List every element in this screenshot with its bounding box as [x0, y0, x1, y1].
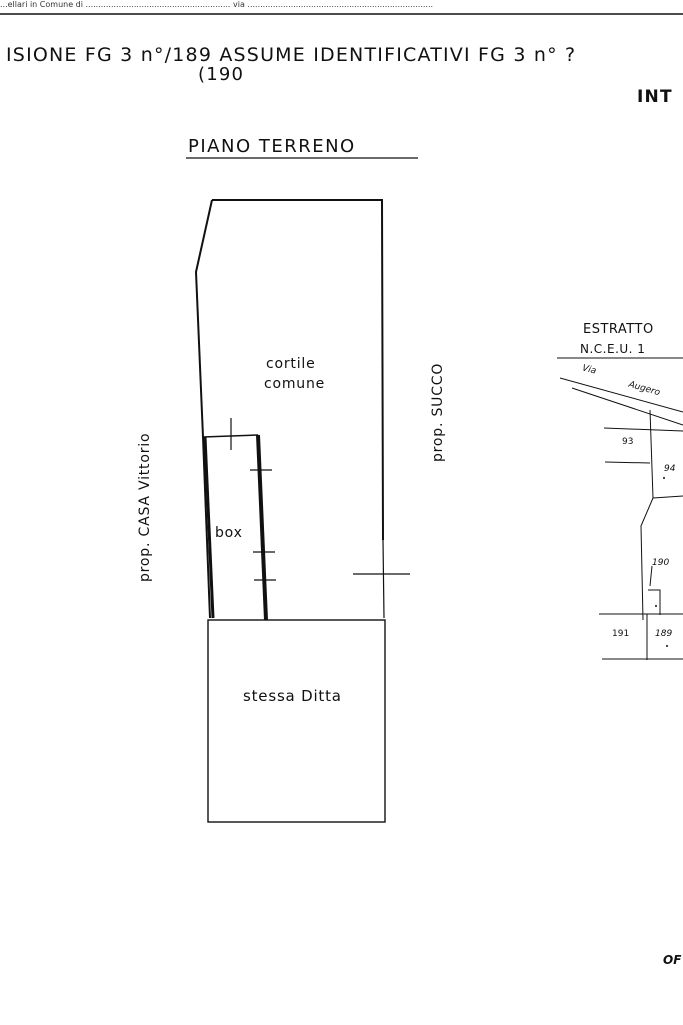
parcel-label-94: 94 — [664, 464, 676, 474]
parcel-boundary-e — [640, 497, 654, 621]
courtyard-left-wall — [194, 199, 213, 619]
courtyard-label-line2: comune — [264, 376, 326, 392]
parcel-boundary-c — [604, 461, 651, 464]
courtyard-outline — [212, 199, 384, 541]
box-left-wall — [203, 436, 215, 619]
parcel-dot-1 — [655, 605, 657, 607]
right-owner-label: prop. SUCCO — [430, 362, 446, 462]
int-label: INT — [637, 87, 673, 107]
parcel-label-191: 191 — [612, 629, 630, 639]
page-subtitle: (190 — [198, 64, 245, 85]
floor-title: PIANO TERRENO — [188, 136, 356, 157]
street-line-1 — [559, 377, 683, 413]
same-owner-block — [207, 619, 386, 823]
header-top-line: ...ellari in Comune di .................… — [0, 0, 434, 9]
extract-title: ESTRATTO — [583, 322, 654, 337]
extract-register: N.C.E.U. 1 — [580, 342, 646, 356]
parcel-label-93: 93 — [622, 437, 634, 447]
box-right-wall — [256, 434, 268, 621]
parcel-dot-2 — [666, 645, 668, 647]
page-title: ISIONE FG 3 n°/189 ASSUME IDENTIFICATIVI… — [6, 44, 577, 66]
footer-corner-text: OF — [663, 953, 682, 967]
parcel-boundary-b — [603, 427, 683, 432]
left-owner-label: prop. CASA Vittorio — [137, 432, 153, 582]
parcel-boundary-d — [652, 495, 683, 499]
parcel-dot-3 — [663, 477, 665, 479]
box-label: box — [215, 525, 243, 541]
same-owner-label: stessa Ditta — [243, 687, 342, 705]
street-line-2 — [571, 387, 683, 426]
parcel-label-190: 190 — [652, 558, 670, 568]
parcel-190-outline — [648, 589, 661, 615]
courtyard-right-wall-lower — [382, 539, 385, 619]
parcel-label-189: 189 — [655, 629, 673, 639]
parcel-190-leader — [649, 565, 653, 587]
parcel-boundary-a — [649, 409, 654, 499]
courtyard-label-line1: cortile — [266, 356, 316, 372]
